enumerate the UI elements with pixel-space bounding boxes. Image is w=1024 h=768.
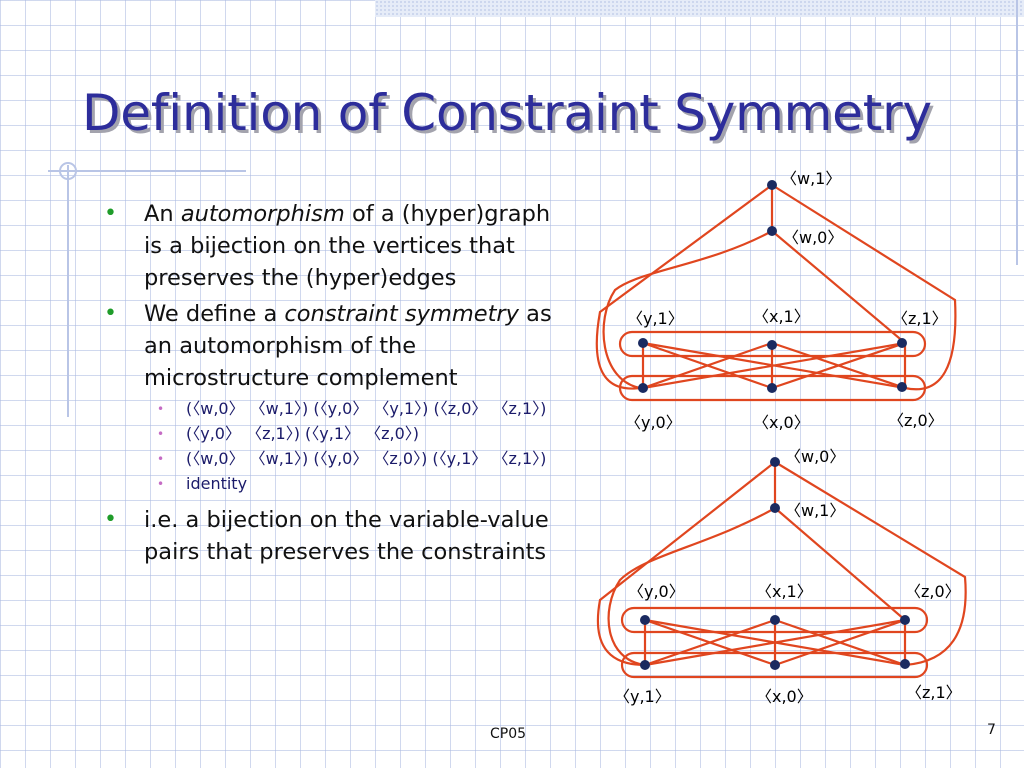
node-y1 (638, 338, 648, 348)
bullet-text-pre: i.e. a bijection on the variable-value p… (144, 507, 549, 565)
hyperedge-lower-row (620, 651, 929, 679)
edge-w1-left-loop (595, 184, 773, 390)
node-w1 (770, 503, 780, 513)
bullet-automorphism: • An automorphism of a (hyper)graph is a… (104, 198, 574, 294)
edge-y0-z1 (642, 341, 906, 390)
node-x1 (770, 615, 780, 625)
top-hypergraph (595, 184, 957, 402)
node-z1 (897, 338, 907, 348)
sub-bullet-text: identity (186, 474, 248, 493)
edge-w1-right (774, 507, 906, 621)
label-w-mid: 〈w,1〉 (785, 501, 845, 520)
bottom-hypergraph (596, 461, 967, 679)
slide-title: Definition of Constraint Symmetry (82, 84, 932, 142)
edge-w1-left-long (607, 507, 776, 667)
node-z1 (900, 659, 910, 669)
label-w-top: 〈w,1〉 (781, 169, 841, 188)
sub-bullet-dot-icon: • (157, 427, 165, 441)
edge-w0-left-loop (596, 461, 776, 667)
edge-w0-right-loop (774, 461, 967, 667)
node-y1 (640, 660, 650, 670)
bullet-text-post: as an automorphism of the microstructure… (144, 301, 552, 391)
label-lower-left: 〈y,0〉 (625, 413, 682, 432)
edge-y1-x1 (644, 618, 776, 667)
label-lower-left: 〈y,1〉 (614, 687, 671, 706)
sub-bullet-permutation-2: • (〈y,0〉 〈z,1〉) (〈y,1〉 〈z,0〉) (104, 424, 574, 444)
node-w1 (767, 180, 777, 190)
node-z0 (897, 382, 907, 392)
footer-text: CP05 (490, 726, 527, 742)
bottom-nodes (640, 457, 910, 670)
node-x1 (767, 340, 777, 350)
crosshair-icon (59, 162, 77, 180)
label-lower-mid: 〈x,0〉 (756, 687, 813, 706)
sub-bullet-text: (〈w,0〉 〈w,1〉) (〈y,0〉 〈y,1〉) (〈z,0〉 〈z,1〉… (186, 399, 547, 418)
sub-bullet-dot-icon: • (157, 452, 165, 466)
label-upper-left: 〈y,0〉 (628, 582, 685, 601)
slide-body: • An automorphism of a (hyper)graph is a… (104, 198, 574, 572)
bullet-dot-icon: • (104, 201, 117, 226)
bullet-text-pre: An (144, 201, 181, 227)
bullet-dot-icon: • (104, 507, 117, 532)
edge-x0-z1 (771, 341, 906, 390)
label-lower-right: 〈z,1〉 (906, 683, 962, 702)
label-lower-mid: 〈x,0〉 (753, 413, 810, 432)
label-lower-right: 〈z,0〉 (888, 411, 944, 430)
bullet-text-em: constraint symmetry (284, 301, 519, 327)
label-upper-right: 〈z,0〉 (905, 582, 961, 601)
hyperedge-lower-row (618, 374, 927, 402)
top-labels: 〈w,1〉 〈w,0〉 〈y,1〉 〈x,1〉 〈z,1〉 〈y,0〉 〈x,0… (625, 169, 948, 432)
bullet-text-pre: We define a (144, 301, 285, 327)
edge-w0-right (771, 230, 906, 344)
sub-bullet-dot-icon: • (157, 402, 165, 416)
bullet-bijection: • i.e. a bijection on the variable-value… (104, 504, 574, 568)
bullet-text-post: of a (hyper)graph is a bijection on the … (144, 201, 551, 291)
label-upper-mid: 〈x,1〉 (753, 307, 810, 326)
sub-bullet-identity: • identity (104, 474, 574, 494)
label-upper-mid: 〈x,1〉 (756, 582, 813, 601)
label-w-mid: 〈w,0〉 (783, 228, 843, 247)
sub-bullet-text: (〈y,0〉 〈z,1〉) (〈y,1〉 〈z,0〉) (186, 424, 420, 443)
bullet-text-em: automorphism (180, 201, 345, 227)
bullet-dot-icon: • (104, 301, 117, 326)
page-number: 7 (987, 722, 996, 738)
bullet-constraint-symmetry: • We define a constraint symmetry as an … (104, 298, 574, 394)
node-x0 (767, 383, 777, 393)
node-y0 (640, 615, 650, 625)
top-nodes (638, 180, 907, 393)
node-w0 (770, 457, 780, 467)
sub-bullet-text: (〈w,0〉 〈w,1〉) (〈y,0〉 〈z,0〉) (〈y,1〉 〈z,1〉… (186, 449, 547, 468)
edge-w0-left-long (602, 230, 773, 390)
label-upper-left: 〈y,1〉 (627, 309, 684, 328)
sub-bullet-permutation-1: • (〈w,0〉 〈w,1〉) (〈y,0〉 〈y,1〉) (〈z,0〉 〈z,… (104, 399, 574, 419)
node-x0 (770, 660, 780, 670)
top-decorative-band (375, 0, 1024, 17)
sub-bullet-permutation-3: • (〈w,0〉 〈w,1〉) (〈y,0〉 〈z,0〉) (〈y,1〉 〈z,… (104, 449, 574, 469)
node-z0 (900, 615, 910, 625)
sub-bullet-dot-icon: • (157, 477, 165, 491)
edge-w1-right-loop (771, 184, 957, 391)
bottom-labels: 〈w,0〉 〈w,1〉 〈y,0〉 〈x,1〉 〈z,0〉 〈y,1〉 〈x,0… (614, 447, 962, 706)
hyperedge-upper-row (620, 606, 929, 634)
right-guide-line (1016, 0, 1018, 265)
title-underline (48, 170, 246, 172)
label-w-top: 〈w,0〉 (785, 447, 845, 466)
edge-y0-x1 (642, 341, 773, 390)
edge-x0-z0 (774, 618, 906, 667)
label-upper-right: 〈z,1〉 (892, 309, 948, 328)
hyperedge-upper-row (618, 330, 927, 358)
left-guide-line (67, 165, 69, 417)
node-w0 (767, 226, 777, 236)
node-y0 (638, 383, 648, 393)
